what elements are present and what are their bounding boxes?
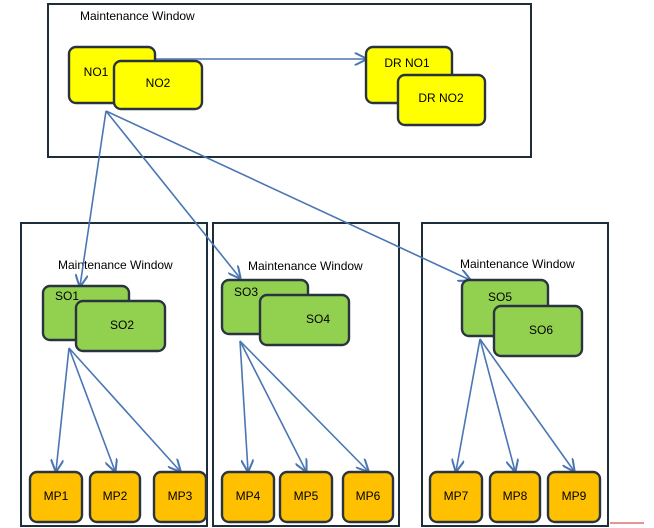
node-label-mp3: MP3 bbox=[168, 489, 193, 503]
maintenance-window-label: Maintenance Window bbox=[58, 258, 173, 272]
node-mp5 bbox=[278, 470, 334, 524]
node-so6 bbox=[492, 304, 584, 358]
node-label-no2: NO2 bbox=[146, 76, 171, 90]
node-label-dr-no1: DR NO1 bbox=[384, 56, 430, 70]
node-label-mp1: MP1 bbox=[44, 489, 69, 503]
node-mp9 bbox=[546, 470, 602, 524]
node-label-dr-no2: DR NO2 bbox=[418, 91, 464, 105]
node-dr-no2 bbox=[396, 73, 487, 127]
node-mp4 bbox=[220, 470, 276, 524]
node-mp2 bbox=[88, 470, 142, 524]
edge-so5-to-mp8 bbox=[479, 338, 515, 471]
node-label-mp9: MP9 bbox=[562, 489, 587, 503]
node-label-so5: SO5 bbox=[488, 290, 512, 304]
node-label-mp5: MP5 bbox=[294, 489, 319, 503]
edge-so1-to-mp1 bbox=[56, 347, 70, 471]
edge-so3-to-mp6 bbox=[239, 340, 368, 471]
node-mp1 bbox=[28, 470, 84, 524]
maintenance-window-label: Maintenance Window bbox=[80, 9, 195, 23]
edge-so5-to-mp7 bbox=[456, 338, 481, 471]
node-label-so2: SO2 bbox=[110, 318, 134, 332]
node-mp7 bbox=[428, 470, 484, 524]
node-so4 bbox=[258, 293, 351, 347]
edge-so3-to-mp5 bbox=[239, 340, 306, 471]
edge-no1-to-so5 bbox=[105, 110, 470, 280]
node-label-no1: NO1 bbox=[84, 65, 109, 79]
edge-so1-to-mp2 bbox=[68, 347, 115, 471]
node-label-so1: SO1 bbox=[55, 289, 79, 303]
edge-so1-to-mp3 bbox=[68, 347, 180, 471]
edge-no1-to-so1 bbox=[80, 110, 107, 286]
node-label-mp8: MP8 bbox=[503, 489, 528, 503]
edge-no1-to-so3 bbox=[105, 110, 240, 278]
node-label-mp2: MP2 bbox=[103, 489, 128, 503]
node-label-so6: SO6 bbox=[529, 323, 553, 337]
node-mp6 bbox=[341, 470, 395, 524]
node-so2 bbox=[74, 299, 167, 353]
edge-so5-to-mp9 bbox=[479, 338, 574, 471]
node-label-so3: SO3 bbox=[234, 285, 258, 299]
edge-so3-to-mp4 bbox=[239, 340, 248, 471]
node-label-mp6: MP6 bbox=[356, 489, 381, 503]
maintenance-window-label: Maintenance Window bbox=[460, 257, 575, 271]
node-label-mp7: MP7 bbox=[444, 489, 469, 503]
maintenance-window-label: Maintenance Window bbox=[248, 259, 363, 273]
node-label-so4: SO4 bbox=[306, 312, 330, 326]
node-label-mp4: MP4 bbox=[236, 489, 261, 503]
node-mp8 bbox=[488, 470, 542, 524]
node-mp3 bbox=[152, 470, 208, 524]
node-no2 bbox=[112, 59, 204, 111]
